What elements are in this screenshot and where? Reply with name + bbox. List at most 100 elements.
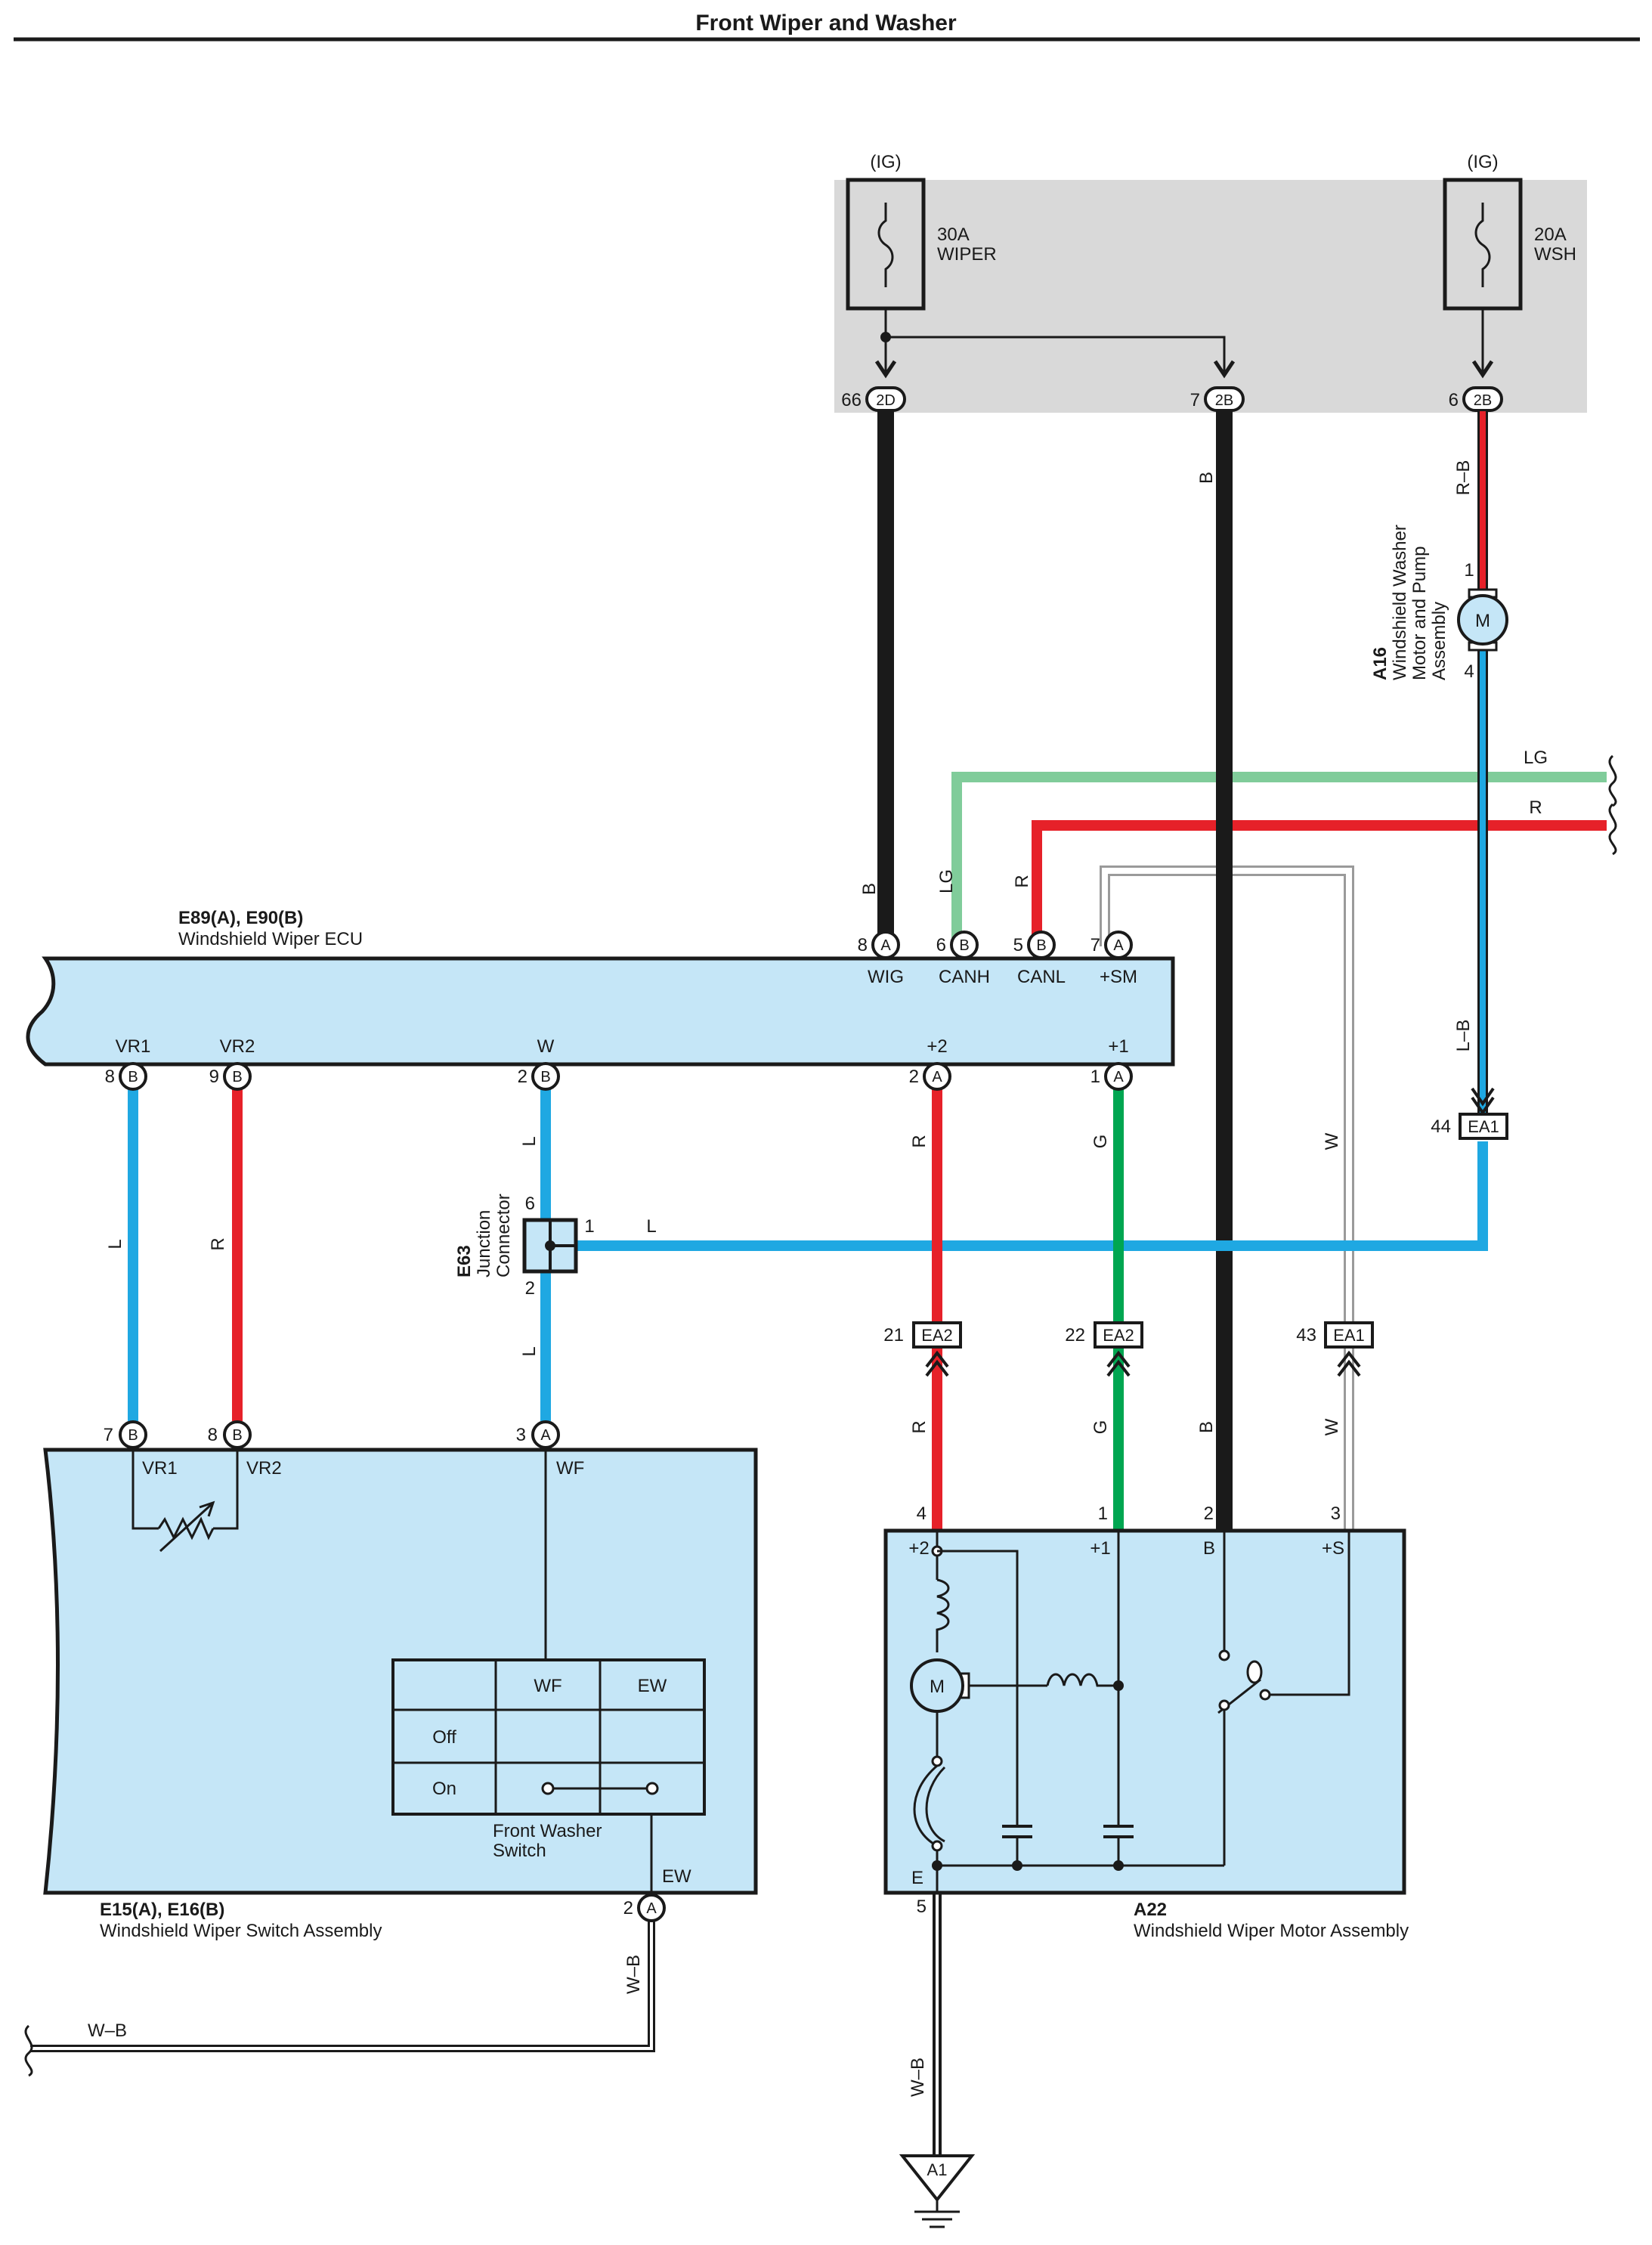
svg-text:EA1: EA1 (1333, 1326, 1365, 1345)
svg-text:7: 7 (104, 1425, 113, 1445)
ecu-name: Windshield Wiper ECU (178, 929, 363, 949)
washer-switch-on-dot-wf (541, 1782, 555, 1795)
park-switch-s-lead (1265, 1531, 1350, 1696)
wire-label-w-lower: W (1322, 1418, 1342, 1435)
svg-text:1: 1 (1091, 1067, 1100, 1087)
svg-text:2: 2 (623, 1898, 633, 1918)
wire-label-lg-right: LG (1524, 748, 1548, 768)
svg-text:B: B (1036, 937, 1046, 954)
ecu-pin-w: W B 2 (518, 1036, 560, 1091)
coil-icon-horizontal (1046, 1673, 1118, 1687)
motor-ground-term: E (911, 1868, 923, 1888)
svg-text:44: 44 (1431, 1116, 1451, 1137)
wire-label-lb: L–B (1453, 1020, 1474, 1052)
variable-resistor-icon (157, 1516, 215, 1541)
fuse-wsh-ig-label: (IG) (1467, 152, 1498, 172)
wire-label-b-main: B (1196, 472, 1217, 484)
connector-ea1-43: EA1 43 (1296, 1321, 1374, 1349)
svg-text:+SM: +SM (1100, 967, 1137, 987)
connector-2b-6-pin: 6 (1449, 390, 1459, 410)
wire-label-l-w: L (519, 1136, 540, 1146)
svg-text:A: A (880, 937, 891, 954)
circuit-breaker-icon (913, 1764, 946, 1847)
svg-text:B: B (128, 1069, 138, 1085)
svg-text:EA2: EA2 (921, 1326, 953, 1345)
ground-bus-dot-2 (1012, 1860, 1022, 1871)
wire-label-lg-canh: LG (936, 869, 957, 893)
wire-label-r-canl: R (1012, 875, 1032, 887)
motor-ground-pin: 5 (917, 1897, 927, 1917)
svg-text:22: 22 (1065, 1325, 1085, 1345)
svg-text:A: A (540, 1427, 551, 1444)
svg-text:A: A (1113, 937, 1124, 954)
fuse-box (834, 180, 1587, 413)
motor-pin-1: 1 (1098, 1503, 1108, 1524)
motor-pin-3: 3 (1331, 1503, 1341, 1524)
svg-text:A: A (932, 1069, 942, 1085)
wire-label-r-lower: R (909, 1420, 930, 1433)
switch-pin-vr1: B 7 VR1 (104, 1420, 178, 1479)
ecu-pin-plus2: +2 A 2 (909, 1036, 951, 1091)
motor-pin-2: 2 (1204, 1503, 1214, 1524)
connector-2b-6-id: 2B (1474, 392, 1492, 409)
motor-term-b: B (1203, 1538, 1215, 1559)
motor-pin-4: 4 (917, 1503, 927, 1524)
park-switch-contact-top (1218, 1649, 1230, 1661)
motor-internal-dot-plus1 (1113, 1680, 1124, 1691)
junction-name-1: Junction (474, 1210, 494, 1277)
switch-assy-code: E15(A), E16(B) (100, 1900, 224, 1920)
ecu-code: E89(A), E90(B) (178, 908, 303, 928)
arrow-2d (874, 360, 897, 379)
ecu-pin-vr1: VR1 B 8 (105, 1036, 150, 1091)
switch-assy-name: Windshield Wiper Switch Assembly (100, 1921, 382, 1941)
resistor-lead-right (213, 1448, 239, 1530)
switch-pin-wf: A 3 WF (516, 1420, 584, 1479)
wire-label-g-plus1: G (1091, 1135, 1111, 1149)
ecu-pin-vr2: VR2 B 9 (209, 1036, 255, 1091)
svg-text:9: 9 (209, 1067, 219, 1087)
washer-pump-pin-out: 4 (1464, 661, 1474, 682)
washer-switch-on-dot-ew (645, 1782, 659, 1795)
svg-text:3: 3 (516, 1425, 526, 1445)
breaker-dot-bottom (931, 1840, 943, 1852)
svg-text:7: 7 (1091, 935, 1100, 955)
ground-id: A1 (927, 2160, 948, 2179)
fuse-wsh-rating: 20A (1534, 224, 1567, 245)
connector-ea1-44: EA1 44 (1431, 1113, 1508, 1140)
svg-text:WF: WF (556, 1458, 584, 1479)
svg-text:2: 2 (909, 1067, 919, 1087)
park-switch-contact-s (1259, 1689, 1271, 1701)
wire-l-junction (546, 1141, 1488, 1251)
variable-resistor-arrow (159, 1500, 215, 1553)
breaker-dot-top (931, 1755, 943, 1767)
junction-code: E63 (454, 1245, 475, 1277)
washer-pump-name-1: Windshield Washer (1390, 525, 1410, 680)
junction-dot (545, 1240, 555, 1251)
arrow-ea2-21 (925, 1350, 949, 1377)
wire-wb-ew-inner (30, 1920, 653, 2050)
switch-assy-body (43, 1448, 758, 1895)
svg-text:6: 6 (936, 935, 946, 955)
connector-ea2-21: EA2 21 (883, 1321, 962, 1349)
ecu-pin-sm: A 7 +SM (1091, 931, 1137, 987)
svg-text:A: A (1113, 1069, 1124, 1085)
connector-2b-7 (1204, 386, 1245, 412)
ecu-pin-canh: B 6 CANH (936, 931, 990, 987)
svg-text:EA2: EA2 (1103, 1326, 1134, 1345)
fuse-wiper-ig-label: (IG) (870, 152, 901, 172)
arrow-2b-6 (1471, 360, 1494, 379)
wire-break-r (1608, 803, 1617, 856)
washer-pump-motor (1457, 594, 1508, 646)
switch-pin-ew: A 2 (623, 1894, 666, 1922)
wire-label-w-sm: W (1322, 1132, 1342, 1150)
arrow-2b-7 (1213, 360, 1236, 379)
svg-text:8: 8 (105, 1067, 115, 1087)
junction-pin-top: 6 (525, 1194, 535, 1214)
motor-internal-top-branch (937, 1550, 1019, 1826)
washer-switch-table (391, 1658, 706, 1816)
washer-switch-row-off: Off (432, 1727, 456, 1748)
fuse-wiper-name: WIPER (937, 244, 997, 265)
wire-label-l-junction-bottom: L (519, 1346, 540, 1356)
washer-switch-col-wf: WF (534, 1676, 561, 1696)
washer-switch-row-on: On (432, 1779, 456, 1799)
